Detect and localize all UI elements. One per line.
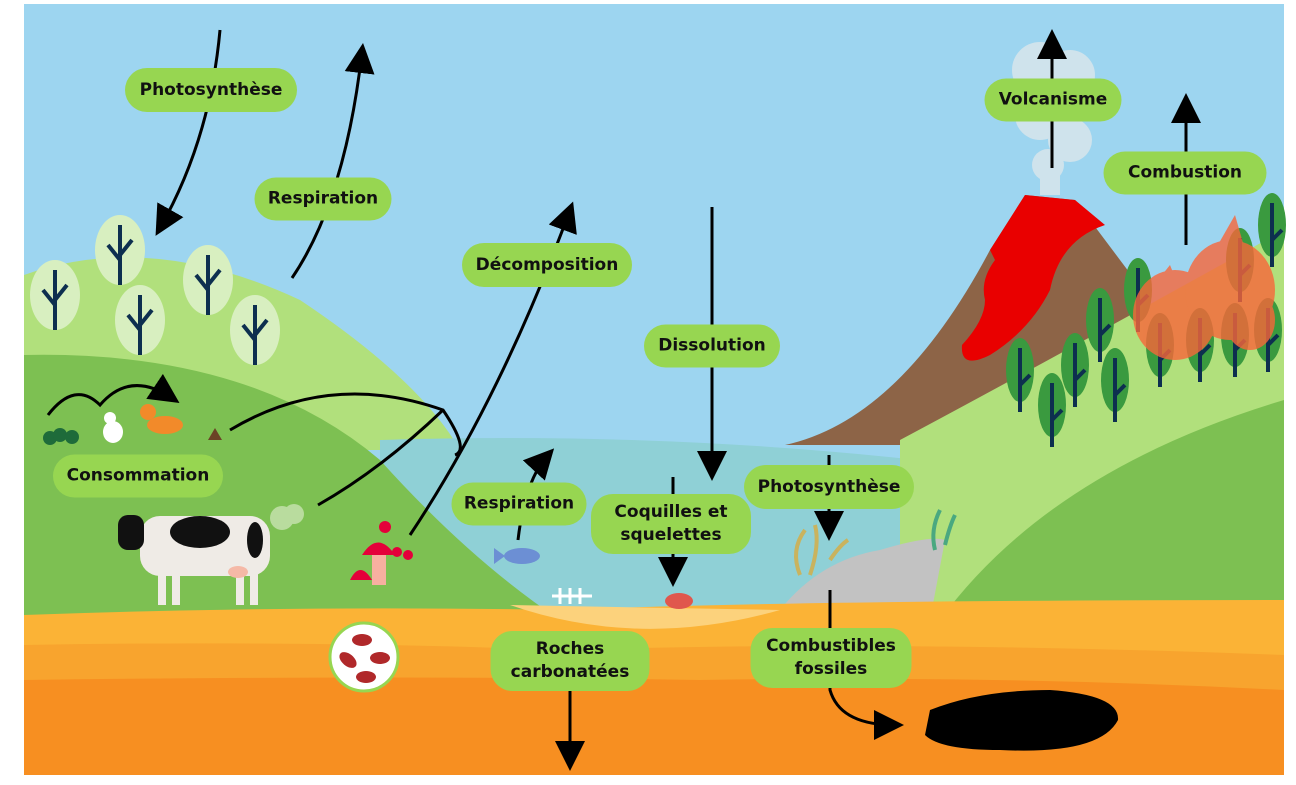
crab [665,593,693,609]
label-dissolution: Dissolution [644,324,780,368]
bacteria-circle [328,621,400,693]
arrow-photosynthesis-land [155,29,222,236]
label-photosynthesis-ocean: Photosynthèse [744,465,914,509]
lava [961,195,1105,361]
fish [494,548,540,564]
arrow-consumption [46,373,180,416]
label-volcanism: Volcanisme [984,78,1122,122]
label-decomposition: Décomposition [462,243,632,287]
fish-skeleton [552,588,592,604]
food-chain-animals [43,404,222,445]
fossil-fuel-deposit [925,690,1119,751]
label-photosynthesis-land: Photosynthèse [125,68,297,112]
cow [118,504,304,605]
fire [1133,215,1275,360]
seaweed-right [931,509,957,551]
label-carbonate-rocks: Roches carbonatées [490,631,650,691]
label-fossil-fuels: Combustibles fossiles [750,628,912,688]
right-hill-dark [940,400,1284,620]
ocean-sediment [510,605,780,629]
seabed-rock [780,538,945,620]
label-consumption: Consommation [53,454,223,498]
label-shells-skeletons: Coquilles et squelettes [591,494,751,554]
label-respiration-land: Respiration [254,177,392,221]
label-combustion: Combustion [1103,151,1267,195]
decomposition-feed-lines [229,392,462,507]
mushrooms [350,521,413,585]
arrow-fossil-fuels [828,590,904,740]
label-respiration-ocean: Respiration [451,482,587,526]
